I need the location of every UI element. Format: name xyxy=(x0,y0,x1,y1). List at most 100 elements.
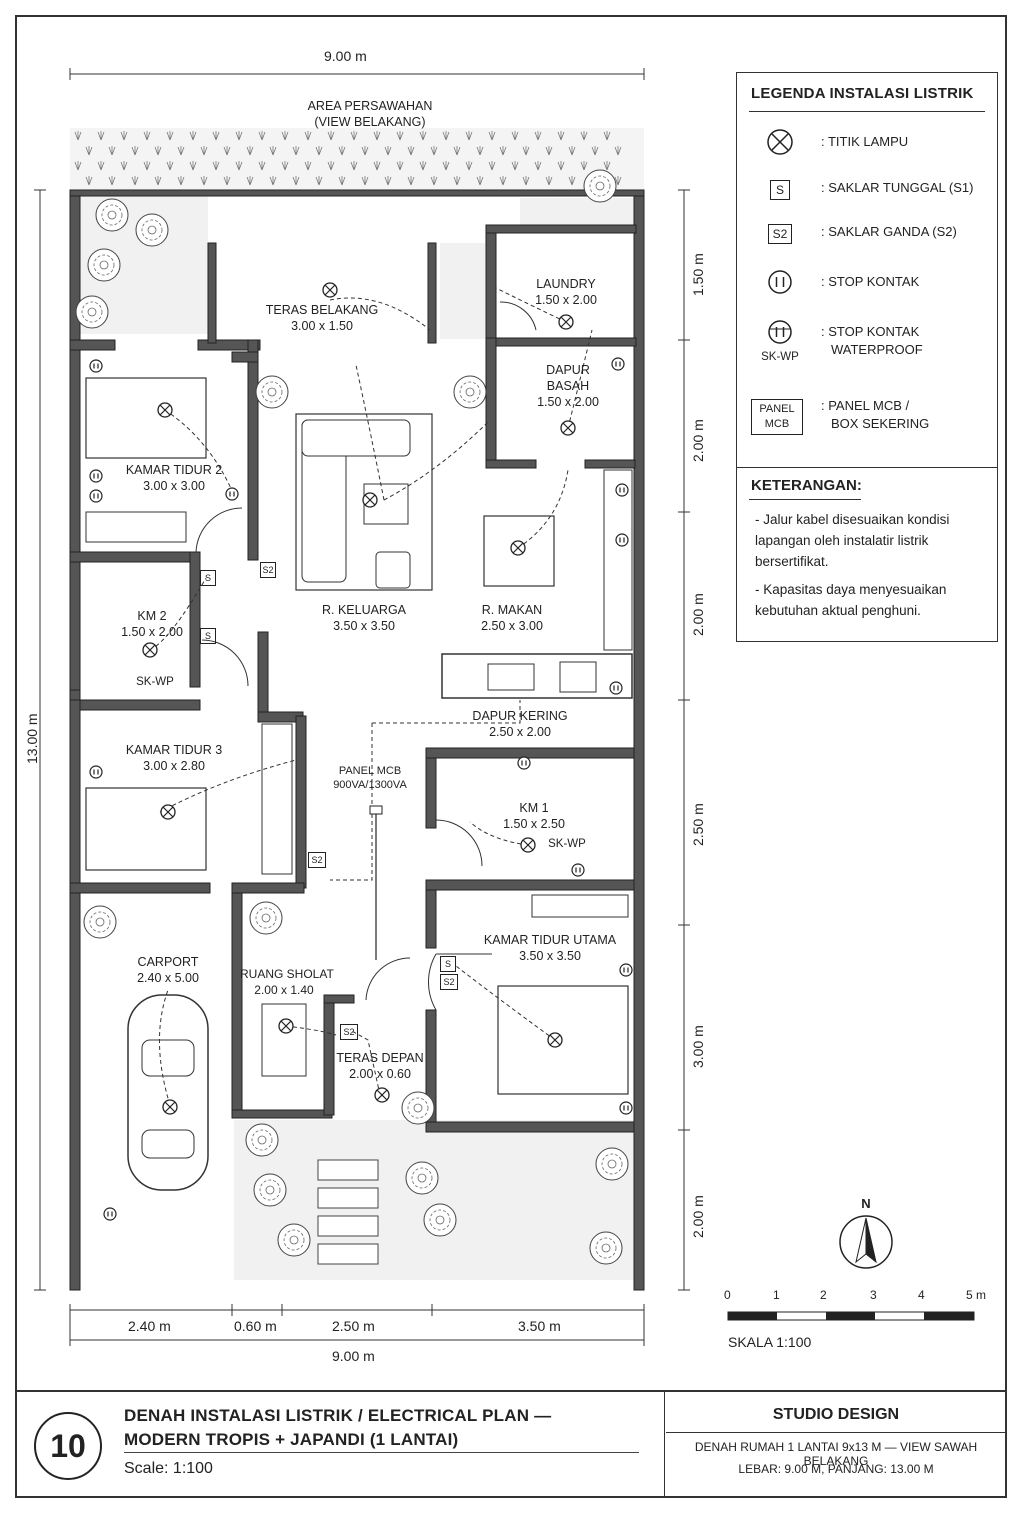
studio-name: STUDIO DESIGN xyxy=(772,1406,900,1423)
grass-mark xyxy=(557,131,565,141)
switch-double-icon: S2 xyxy=(765,219,795,249)
switch-s1-km2b: S xyxy=(200,628,216,644)
prayer-mat xyxy=(261,1003,307,1077)
grass-mark xyxy=(235,161,243,171)
grass-mark xyxy=(200,146,208,156)
garden-right xyxy=(520,198,635,228)
right-dim-3: 2.00 m xyxy=(690,593,706,636)
grass-mark xyxy=(154,176,162,186)
grass-mark xyxy=(580,131,588,141)
switch-s1-km2: S xyxy=(200,570,216,586)
grass-mark xyxy=(120,131,128,141)
title-line-1: DENAH INSTALASI LISTRIK / ELECTRICAL PLA… xyxy=(124,1406,552,1425)
grass-mark xyxy=(511,161,519,171)
grass-mark xyxy=(396,131,404,141)
scale-bar xyxy=(727,1311,975,1321)
scale-tick-5: 5 m xyxy=(966,1288,987,1302)
legend-waterproof-symbol: SK-WP xyxy=(761,351,799,363)
grass-mark xyxy=(304,161,312,171)
scale-tick-0: 0 xyxy=(724,1288,731,1302)
grass-mark xyxy=(281,131,289,141)
outlet-icon xyxy=(765,267,795,297)
grass-mark xyxy=(304,131,312,141)
grass-mark xyxy=(315,146,323,156)
grass-mark xyxy=(143,131,151,141)
grass-mark xyxy=(223,176,231,186)
grass-mark xyxy=(350,161,358,171)
right-dim-2: 2.00 m xyxy=(690,419,706,462)
grass-mark xyxy=(177,176,185,186)
grass-mark xyxy=(373,161,381,171)
grass-mark xyxy=(97,131,105,141)
wardrobe-3 xyxy=(261,723,293,875)
grass-mark xyxy=(557,161,565,171)
grass-mark xyxy=(384,146,392,156)
title-divider xyxy=(664,1392,665,1496)
kitchen-counter xyxy=(441,653,633,699)
grass-mark xyxy=(350,131,358,141)
grass-mark xyxy=(545,146,553,156)
grass-mark xyxy=(430,146,438,156)
waterproof-km1: SK-WP xyxy=(548,838,586,850)
walls xyxy=(69,189,645,1291)
studio-rule xyxy=(666,1432,1006,1433)
scale-tick-2: 2 xyxy=(820,1288,827,1302)
grass-mark xyxy=(85,146,93,156)
grass-mark xyxy=(281,161,289,171)
north-arrow xyxy=(839,1215,893,1269)
grass-mark xyxy=(499,176,507,186)
grass-mark xyxy=(603,161,611,171)
bottom-dim-1: 2.40 m xyxy=(128,1318,171,1334)
grass-mark xyxy=(534,131,542,141)
legend-separator xyxy=(737,467,997,468)
top-width-dim: 9.00 m xyxy=(324,48,367,64)
grass-mark xyxy=(545,176,553,186)
grass-mark xyxy=(568,146,576,156)
grass-mark xyxy=(361,146,369,156)
grass-mark xyxy=(338,146,346,156)
grass-mark xyxy=(327,131,335,141)
grass-mark xyxy=(154,146,162,156)
title-subtitle-2: LEBAR: 9.00 M, PANJANG: 13.00 M xyxy=(738,1462,934,1476)
scale-tick-3: 3 xyxy=(870,1288,877,1302)
legend-panel-label: : PANEL MCB /BOX SEKERING xyxy=(821,398,930,431)
grass-mark xyxy=(258,161,266,171)
grass-mark xyxy=(488,161,496,171)
note-1: - Jalur kabel disesuaikan kondisi lapang… xyxy=(755,512,950,569)
grass-mark xyxy=(453,146,461,156)
grass-mark xyxy=(108,176,116,186)
grass-mark xyxy=(580,161,588,171)
bottom-dim-4: 3.50 m xyxy=(518,1318,561,1334)
note-2: - Kapasitas daya menyesuaikan kebutuhan … xyxy=(755,582,947,618)
grass-mark xyxy=(292,176,300,186)
grass-mark xyxy=(85,176,93,186)
grass-mark xyxy=(189,161,197,171)
outlet-waterproof-icon xyxy=(765,317,795,347)
grass-mark xyxy=(74,131,82,141)
area-label-2: (VIEW BELAKANG) xyxy=(314,115,426,129)
right-dim-4: 2.50 m xyxy=(690,803,706,846)
legend-lamp-label: : TITIK LAMPU xyxy=(821,134,909,149)
grass-mark xyxy=(97,161,105,171)
grass-mark xyxy=(407,176,415,186)
legend-switch-double-label: : SAKLAR GANDA (S2) xyxy=(821,224,957,239)
legend-box: LEGENDA INSTALASI LISTRIK : TITIK LAMPU … xyxy=(736,72,998,642)
grass-mark xyxy=(223,146,231,156)
right-dim-5: 3.00 m xyxy=(690,1025,706,1068)
grass-mark xyxy=(511,131,519,141)
sink xyxy=(487,663,535,691)
area-label-1: AREA PERSAWAHAN xyxy=(307,99,433,113)
total-depth-dim: 13.00 m xyxy=(24,713,40,764)
